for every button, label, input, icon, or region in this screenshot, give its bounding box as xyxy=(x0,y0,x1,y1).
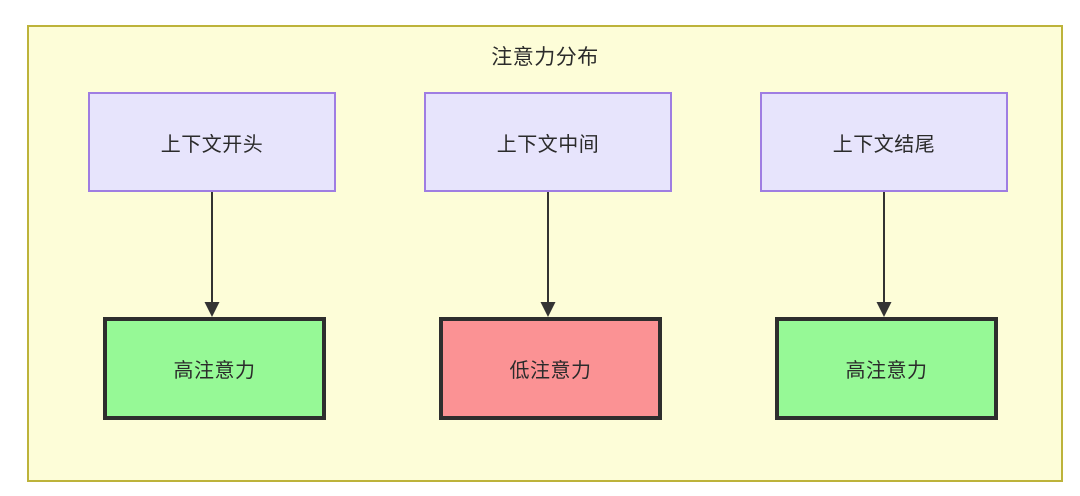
node-high-attention-start-label: 高注意力 xyxy=(173,360,256,382)
edge-start-to-high-attention xyxy=(199,192,225,319)
edge-end-to-high-attention xyxy=(871,192,897,319)
node-context-middle[interactable]: 上下文中间 xyxy=(424,92,672,192)
node-high-attention-start[interactable]: 高注意力 xyxy=(103,317,326,420)
node-high-attention-end[interactable]: 高注意力 xyxy=(775,317,998,420)
node-context-start-label: 上下文开头 xyxy=(160,133,264,156)
node-context-end[interactable]: 上下文结尾 xyxy=(760,92,1008,192)
node-low-attention-middle[interactable]: 低注意力 xyxy=(439,317,662,420)
node-context-middle-label: 上下文中间 xyxy=(496,133,600,156)
node-context-end-label: 上下文结尾 xyxy=(832,133,936,156)
node-high-attention-end-label: 高注意力 xyxy=(845,360,928,382)
node-context-start[interactable]: 上下文开头 xyxy=(88,92,336,192)
edge-middle-to-low-attention xyxy=(535,192,561,319)
cluster-title: 注意力分布 xyxy=(491,46,599,69)
node-low-attention-middle-label: 低注意力 xyxy=(509,360,592,382)
